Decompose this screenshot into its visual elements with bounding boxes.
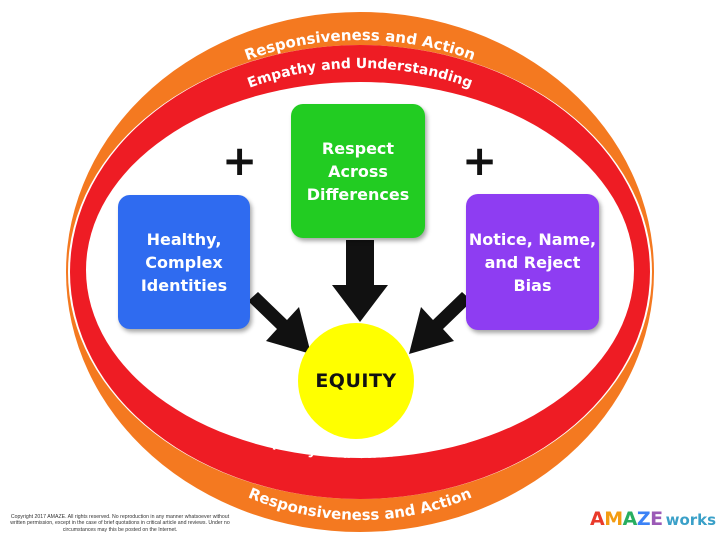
logo-letter: A	[590, 508, 605, 530]
arrow-right-icon	[409, 292, 472, 354]
box-left-label: Healthy, Complex Identities	[140, 229, 228, 295]
copyright-notice: Copyright 2017 AMAZE. All rights reserve…	[10, 514, 230, 533]
logo-letter: E	[650, 508, 663, 530]
plus-right-icon: +	[462, 136, 498, 185]
equity-circle	[298, 323, 414, 439]
plus-left-icon: +	[222, 136, 258, 185]
box-notice-name-reject-bias: Notice, Name, and Reject Bias	[466, 194, 599, 330]
logo-sub: works	[665, 511, 717, 529]
box-healthy-complex-identities: Healthy, Complex Identities	[118, 195, 250, 329]
box-respect-across-differences: Respect Across Differences	[291, 104, 425, 238]
arrow-left-icon	[248, 292, 311, 354]
logo-brand: AMAZE	[590, 508, 663, 530]
box-right-label: Notice, Name, and Reject Bias	[468, 229, 597, 295]
box-top-label: Respect Across Differences	[306, 138, 410, 204]
logo-letter: A	[622, 508, 638, 530]
arrow-top-icon	[332, 240, 388, 322]
logo-letter: Z	[636, 508, 651, 530]
equity-label: EQUITY	[315, 370, 397, 392]
logo-letter: M	[604, 508, 623, 530]
